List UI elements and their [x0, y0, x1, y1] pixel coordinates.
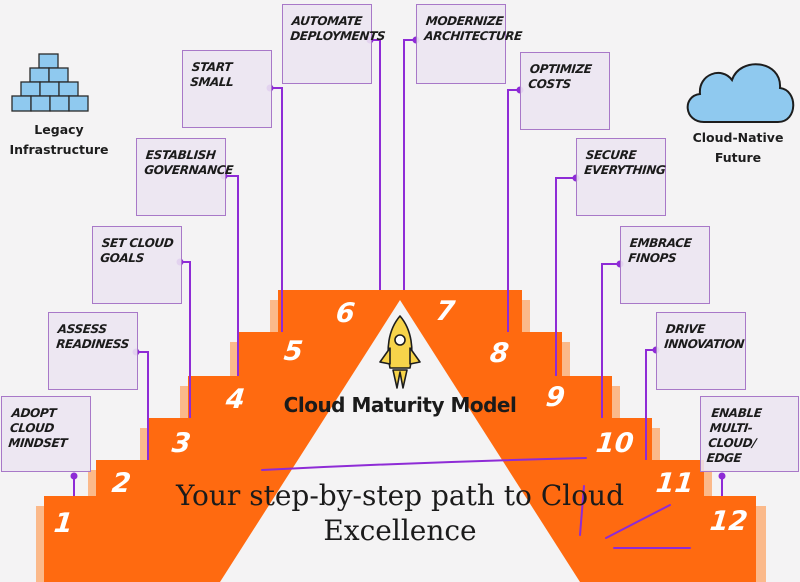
connector-line-4 [224, 175, 239, 376]
step-label-6: Automate Deployments [289, 14, 386, 43]
step-box-2: Assess Readiness [48, 312, 138, 390]
connector-line-9 [555, 177, 576, 376]
step-label-10: Embrace FinOps [627, 236, 693, 265]
step-box-1: Adopt Cloud Mindset [1, 396, 91, 472]
step-block-12 [704, 496, 756, 582]
rocket-icon [379, 315, 421, 389]
step-number-8: 8 [488, 338, 511, 369]
step-block-4 [188, 376, 238, 582]
decorative-strokes [261, 457, 691, 549]
step-number-6: 6 [334, 298, 357, 329]
step-number-11: 11 [654, 468, 696, 499]
tagline: Your step-by-step path to Cloud Excellen… [175, 479, 625, 547]
step-box-7: Modernize Architecture [416, 4, 523, 84]
step-box-5: Start Small [182, 50, 272, 128]
step-block-9 [562, 376, 612, 582]
step-label-11: Drive Innovation [663, 322, 745, 351]
step-number-12: 12 [708, 506, 750, 537]
legacy-infrastructure-label: Legacy Infrastructure [9, 122, 109, 157]
step-number-9: 9 [544, 382, 567, 413]
step-number-1: 1 [52, 508, 75, 539]
step-number-10: 10 [594, 428, 636, 459]
connector-dot-1 [70, 472, 78, 480]
step-box-6: Automate Deployments [282, 4, 386, 84]
cloud-icon [686, 63, 795, 123]
step-block-1 [44, 496, 96, 582]
step-number-4: 4 [224, 384, 247, 415]
step-box-8: Optimize Costs [520, 52, 610, 130]
connector-line-2 [136, 351, 149, 460]
connectors [70, 36, 726, 496]
connector-line-7 [403, 39, 416, 290]
connector-line-8 [507, 89, 520, 332]
step-box-4: Establish Governance [136, 138, 234, 216]
step-label-8: Optimize Costs [527, 62, 593, 91]
connector-line-5 [270, 87, 283, 332]
step-box-12: Enable Multi-Cloud/ Edge [700, 396, 799, 472]
step-block-11 [652, 460, 704, 582]
connector-line-10 [601, 263, 620, 418]
step-label-7: Modernize Architecture [423, 14, 523, 43]
step-label-2: Assess Readiness [55, 322, 130, 351]
step-box-9: Secure Everything [576, 138, 666, 216]
step-label-9: Secure Everything [583, 148, 667, 177]
step-label-3: Set Cloud Goals [99, 236, 175, 265]
step-box-10: Embrace FinOps [620, 226, 710, 304]
cloud-native-future-label: Cloud-Native Future [692, 130, 784, 165]
step-label-12: Enable Multi-Cloud/ Edge [705, 406, 763, 465]
step-label-1: Adopt Cloud Mindset [7, 406, 68, 450]
connector-dot-12 [718, 472, 726, 480]
step-block-3 [148, 418, 188, 582]
step-number-3: 3 [170, 428, 193, 459]
inner-triangle [220, 300, 580, 582]
step-box-3: Set Cloud Goals [92, 226, 182, 304]
step-label-4: Establish Governance [143, 148, 234, 177]
step-block-2 [96, 460, 148, 582]
step-number-2: 2 [110, 468, 133, 499]
model-title: Cloud Maturity Model [283, 393, 517, 417]
step-label-5: Start Small [189, 60, 235, 89]
step-box-11: Drive Innovation [656, 312, 746, 390]
step-number-7: 7 [434, 296, 457, 327]
legacy-blocks-icon [11, 53, 89, 112]
step-number-5: 5 [282, 336, 305, 367]
